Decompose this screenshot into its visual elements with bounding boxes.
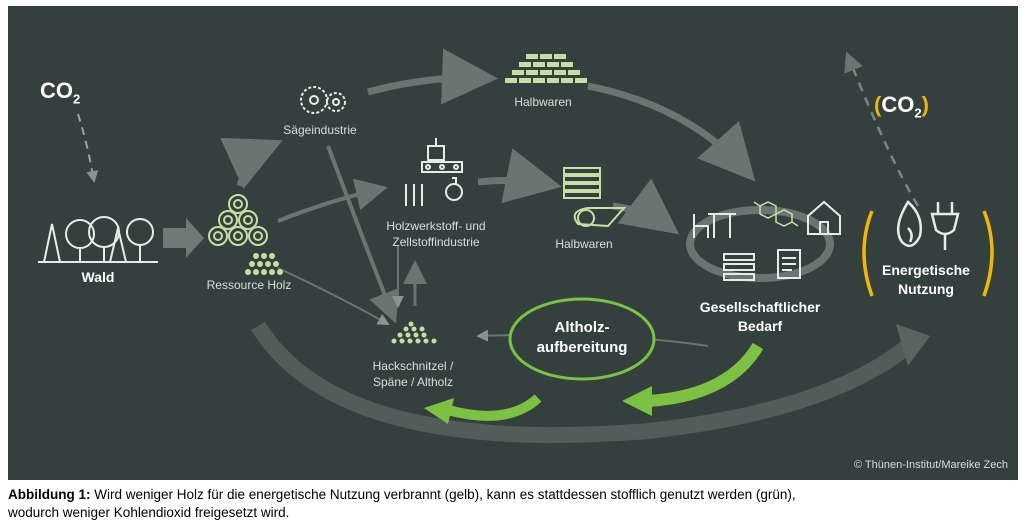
pallet-icon [723,253,755,281]
gesellschaft-line1: Gesellschaftlicher [699,299,821,315]
energetische-label: Energetische Nutzung [866,261,986,299]
holzwerkstoff-label: Holzwerkstoff- und Zellstoffindustrie [366,218,506,250]
green-arrowhead-1 [622,386,652,416]
resource-to-holzwerk-arrow [277,178,388,223]
boards-stack-icon [563,167,601,199]
wood-chips-icon [245,253,283,275]
factory-machine-icon [405,138,463,206]
saegeindustrie-label: Sägeindustrie [283,123,357,137]
saege-to-hack-arrow [326,145,400,324]
house-icon [807,200,841,235]
trees-icon [38,216,158,263]
ressource-holz-label: Ressource Holz [206,278,292,292]
cycle-diagram: CO2 (CO2) Wald Ressource Holz Sägeindust… [8,6,1018,480]
hack-line2: Späne / Altholz [372,375,454,390]
yellow-paren-right [982,210,994,297]
yellow-paren-left [862,210,874,297]
hack-line1: Hackschnitzel / [372,359,454,373]
halbwaren-to-bedarf-arrow [587,82,756,182]
wald-to-resource-arrow [163,218,204,258]
saw-blade-icon [300,86,346,114]
gesellschaft-line2: Bedarf [737,317,783,334]
holzwerkstoff-line2: Zellstoffindustrie [392,235,480,250]
log-stack-icon [208,194,268,246]
halbwaren-top-label: Halbwaren [514,95,572,109]
caption-text-line2: wodurch weniger Kohlendioxid freigesetzt… [8,505,290,521]
caption-line1: Abbildung 1: Wird weniger Holz für die e… [8,486,1018,504]
energy-sweep-arrow [251,321,914,443]
co2-right-label: (CO2) [874,92,929,121]
hackschnitzel-label: Hackschnitzel / Späne / Altholz [353,358,473,390]
holzwerk-to-halbwaren-arrow [477,148,562,204]
green-arrowhead-2 [424,398,454,424]
resource-to-saege-arrow [220,137,283,189]
molecule-icon [753,201,799,227]
halbwaren-mid-to-bedarf-arrow [612,178,680,235]
caption-label: Abbildung 1: [8,487,91,502]
bricks-icon [505,54,587,83]
paper-roll-icon [573,207,627,228]
altholz-label: Altholz- aufbereitung [520,318,644,359]
gesellschaft-label: Gesellschaftlicher Bedarf [680,298,840,336]
wald-label: Wald [81,269,115,285]
energetische-line2: Nutzung [898,280,954,297]
holzwerkstoff-line1: Holzwerkstoff- und [386,219,486,233]
co2-dashed-arrow-right [844,51,920,207]
co2-left-label: CO2 [40,78,81,107]
energetische-line1: Energetische [882,262,970,278]
plug-icon [930,202,960,250]
altholz-line2: aufbereitung [536,339,628,357]
copyright-credit: © Thünen-Institut/Mareike Zech [853,459,1008,471]
green-arrow-altholz-to-hack [446,394,542,421]
saege-to-halbwaren-arrow [367,48,498,105]
energy-sweep-arrowhead [896,324,930,366]
green-arrow-bedarf-to-altholz [647,342,764,407]
figure-caption: Abbildung 1: Wird weniger Holz für die e… [8,486,1018,522]
altholz-ellipse [508,297,656,381]
chip-pile-icon [391,321,437,344]
co2-dashed-arrow-left [77,113,99,183]
flame-icon [896,200,922,248]
document-icon [777,249,801,279]
halbwaren-mid-label: Halbwaren [555,237,613,251]
furniture-icon [693,213,736,238]
caption-text-line1: Wird weniger Holz für die energetische N… [90,487,796,502]
resource-to-hack-arrow [277,267,390,325]
diagram-graphics [38,48,994,443]
altholz-line1: Altholz- [554,319,610,336]
